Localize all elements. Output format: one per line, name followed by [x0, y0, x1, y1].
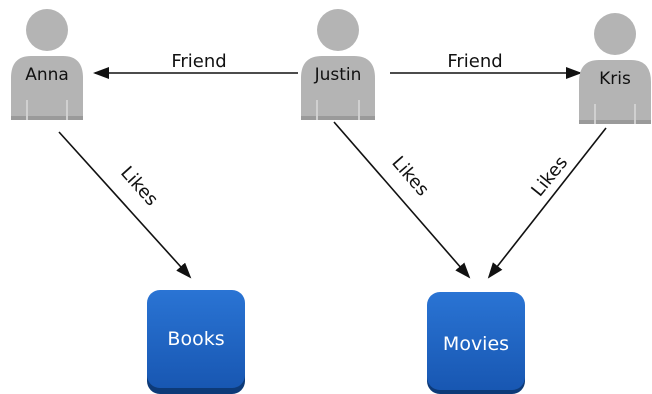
topic-label: Books	[167, 328, 224, 350]
person-name: Justin	[314, 65, 362, 85]
person-icon	[579, 13, 651, 124]
friend-label-anna: Friend	[171, 51, 226, 72]
edge-anna-books: Likes	[58, 131, 192, 279]
friend-label-kris: Friend	[447, 51, 502, 72]
person-name: Anna	[25, 65, 69, 85]
topic-label: Movies	[443, 333, 509, 355]
person-icon	[11, 9, 83, 120]
edge-justin-kris: Friend	[390, 51, 582, 79]
edge-justin-anna: Friend	[93, 51, 298, 79]
likes-label-justin: Likes	[387, 152, 433, 200]
edge-justin-movies: Likes	[333, 121, 471, 279]
topic-node-books: Books	[147, 290, 245, 394]
topic-node-movies: Movies	[427, 292, 525, 394]
person-icon	[301, 9, 375, 120]
topic-box	[427, 292, 525, 390]
likes-arrow-kris-movies	[487, 127, 607, 279]
person-node-kris: Kris	[579, 13, 651, 124]
likes-label-kris: Likes	[527, 152, 572, 200]
likes-arrow-justin-movies	[333, 121, 471, 279]
likes-arrow-anna-books	[58, 131, 192, 279]
person-node-anna: Anna	[11, 9, 83, 120]
person-node-justin: Justin	[301, 9, 375, 120]
person-name: Kris	[599, 69, 631, 89]
edge-kris-movies: Likes	[487, 127, 607, 279]
topic-box	[147, 290, 245, 388]
